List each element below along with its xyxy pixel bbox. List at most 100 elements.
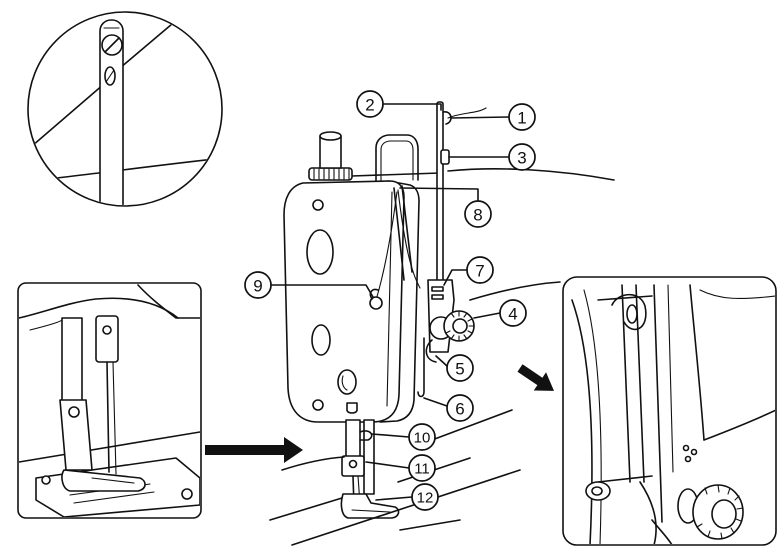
callout-circle <box>508 143 536 171</box>
leader-line-6 <box>423 397 448 407</box>
callout-7: 7 <box>466 256 494 284</box>
rod-guide <box>440 149 450 165</box>
callout-label: 2 <box>365 96 374 115</box>
face-plate-inner-edge <box>386 191 393 407</box>
callout-4: 4 <box>499 299 527 327</box>
callout-2: 2 <box>356 90 384 118</box>
callout-circle <box>356 90 384 118</box>
callout-circle <box>408 454 436 482</box>
leader-line-8 <box>399 187 479 202</box>
thread-take-up-spring <box>425 339 437 363</box>
plate-screw-icon <box>41 475 51 485</box>
presser-foot <box>340 493 400 519</box>
shank-screw-icon <box>68 406 80 418</box>
needle-clamp <box>95 315 119 363</box>
tension-assembly-closeup-inset <box>562 276 777 546</box>
screw-slot <box>104 37 120 53</box>
callout-label: 5 <box>455 360 464 379</box>
knob-top <box>319 131 342 141</box>
top-thread-guide-wire <box>375 134 419 183</box>
presser-foot-shank <box>59 399 93 471</box>
callout-1: 1 <box>508 103 536 131</box>
face-plate-thread-guide <box>369 296 383 310</box>
clamp-screw-icon <box>348 459 358 469</box>
guide-eye <box>626 304 638 324</box>
tension-knob-center <box>711 499 737 529</box>
face-plate-hole <box>312 199 324 211</box>
presser-foot-toe <box>351 509 391 513</box>
inset-circle-frame <box>27 11 223 207</box>
machine-head <box>269 101 615 546</box>
arm-edge <box>689 284 705 441</box>
callout-circle <box>508 103 536 131</box>
arm-lower-edge <box>469 281 561 301</box>
top-bracket <box>597 295 653 301</box>
thread-line <box>653 284 663 523</box>
plate-screw-icon <box>181 488 193 500</box>
lower-guide-bracket <box>597 475 653 483</box>
bed-edge <box>269 497 343 521</box>
arrow-down-right-icon <box>517 364 554 391</box>
callout-label: 6 <box>455 400 464 419</box>
presser-foot-closeup-inset <box>17 282 202 519</box>
thread-through-eye <box>105 69 115 83</box>
thread-line <box>639 481 657 544</box>
arm-upper-curve <box>699 289 775 299</box>
top-thread-guide-wire-inner <box>380 140 414 183</box>
guide-rod <box>621 284 631 483</box>
callout-circle <box>466 256 494 284</box>
leader-line-7 <box>443 269 468 286</box>
inset-contents <box>19 284 200 517</box>
callout-5: 5 <box>446 354 474 382</box>
callout-label: 3 <box>517 149 526 168</box>
bed-edge <box>399 519 461 531</box>
upper-thread-line <box>447 168 615 181</box>
knob-collar <box>308 167 353 181</box>
arm-lower-edge <box>703 409 775 441</box>
hole-inner-shade <box>341 375 348 391</box>
callout-3: 3 <box>508 143 536 171</box>
callout-label: 8 <box>473 206 482 225</box>
bed-edge <box>291 469 521 546</box>
presser-foot-sole <box>61 469 146 492</box>
face-plate-screw-icon <box>346 402 358 414</box>
tension-knob-ribs <box>696 484 744 540</box>
rod-top-eye <box>442 111 452 125</box>
arrow-right-icon <box>205 437 303 463</box>
callout-label: 7 <box>475 262 484 281</box>
oil-hole <box>684 455 692 463</box>
thread-guide-magnified-inset <box>27 11 223 207</box>
inset-contents <box>29 19 221 205</box>
machine-bed-edge <box>19 431 200 463</box>
face-plate-screw-icon <box>312 399 324 411</box>
collar-ribs <box>313 168 350 180</box>
machine-head-underside <box>19 297 179 319</box>
leader-line-1 <box>450 116 510 119</box>
bed-edge <box>431 409 513 441</box>
machine-head-edge <box>137 284 200 319</box>
callout-circle <box>411 483 439 511</box>
callout-circle <box>464 200 492 228</box>
lower-thread-guide-hole <box>591 486 603 496</box>
leader-line-2 <box>382 103 442 111</box>
callout-circle <box>408 423 436 451</box>
foot-toe-line <box>91 477 135 484</box>
thread-line <box>31 83 105 147</box>
callout-label: 9 <box>253 277 262 296</box>
needle-thread <box>112 361 117 475</box>
thread-end <box>447 107 487 119</box>
callout-label: 12 <box>417 490 434 507</box>
bracket-slot <box>431 286 444 292</box>
callout-8: 8 <box>464 200 492 228</box>
callout-10: 10 <box>408 423 436 451</box>
inset-contents <box>571 284 775 544</box>
bed-curve <box>281 456 345 471</box>
callout-circle <box>499 299 527 327</box>
guide-hook <box>369 288 379 300</box>
thread-line <box>667 284 674 473</box>
oil-hole <box>690 448 698 456</box>
needle-bar-thread-guide <box>359 430 373 441</box>
needle <box>106 361 110 473</box>
callout-label: 10 <box>414 430 431 447</box>
